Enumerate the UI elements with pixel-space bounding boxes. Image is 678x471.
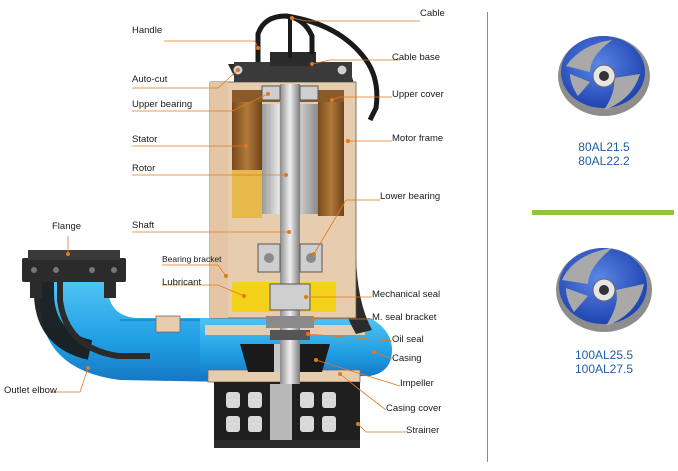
label-cable: Cable [420, 8, 445, 19]
strainer-shape [214, 382, 360, 448]
impeller-render-bottom [556, 248, 652, 332]
label-lower-bearing: Lower bearing [380, 191, 441, 202]
label-mechanical-seal: Mechanical seal [372, 289, 441, 300]
label-lubricant: Lubricant [162, 277, 202, 288]
model-label-top: 80AL21.5 80AL22.2 [534, 140, 674, 168]
green-separator-bar [532, 210, 674, 215]
leader-lines [50, 17, 420, 433]
label-strainer: Strainer [406, 425, 440, 436]
upper-cover-shape [232, 52, 352, 82]
label-upper-cover: Upper cover [392, 89, 444, 100]
model-top-line1: 80AL21.5 [578, 140, 630, 154]
stator-shape [232, 90, 344, 218]
seal-shapes [266, 316, 314, 340]
model-bottom-line2: 100AL27.5 [574, 362, 634, 376]
label-m-seal-bracket: M. seal bracket [372, 312, 437, 323]
outlet-elbow-shape [34, 282, 235, 382]
model-bottom-line1: 100AL25.5 [574, 348, 634, 362]
label-handle: Handle [132, 25, 163, 36]
label-casing-cover: Casing cover [386, 403, 442, 414]
bearing-shapes [257, 85, 323, 273]
leader-dots [66, 16, 376, 426]
label-flange: Flange [52, 221, 82, 232]
vertical-divider [487, 12, 488, 462]
label-shaft: Shaft [132, 220, 155, 231]
label-cable-base: Cable base [392, 52, 441, 63]
label-motor-frame: Motor frame [392, 133, 444, 144]
label-bearing-bracket: Bearing bracket [162, 254, 222, 264]
model-label-bottom: 100AL25.5 100AL27.5 [534, 348, 674, 376]
label-outlet-elbow: Outlet elbow [4, 385, 57, 396]
impeller-render-top [558, 36, 650, 116]
label-stator: Stator [132, 134, 158, 145]
model-top-line2: 80AL22.2 [578, 154, 630, 168]
label-rotor: Rotor [132, 163, 156, 174]
label-upper-bearing: Upper bearing [132, 99, 193, 110]
label-casing: Casing [392, 353, 422, 364]
label-auto-cut: Auto-cut [132, 74, 168, 85]
label-oil-seal: Oil seal [392, 334, 424, 345]
label-impeller: Impeller [400, 378, 434, 389]
flange-shape [22, 250, 126, 298]
